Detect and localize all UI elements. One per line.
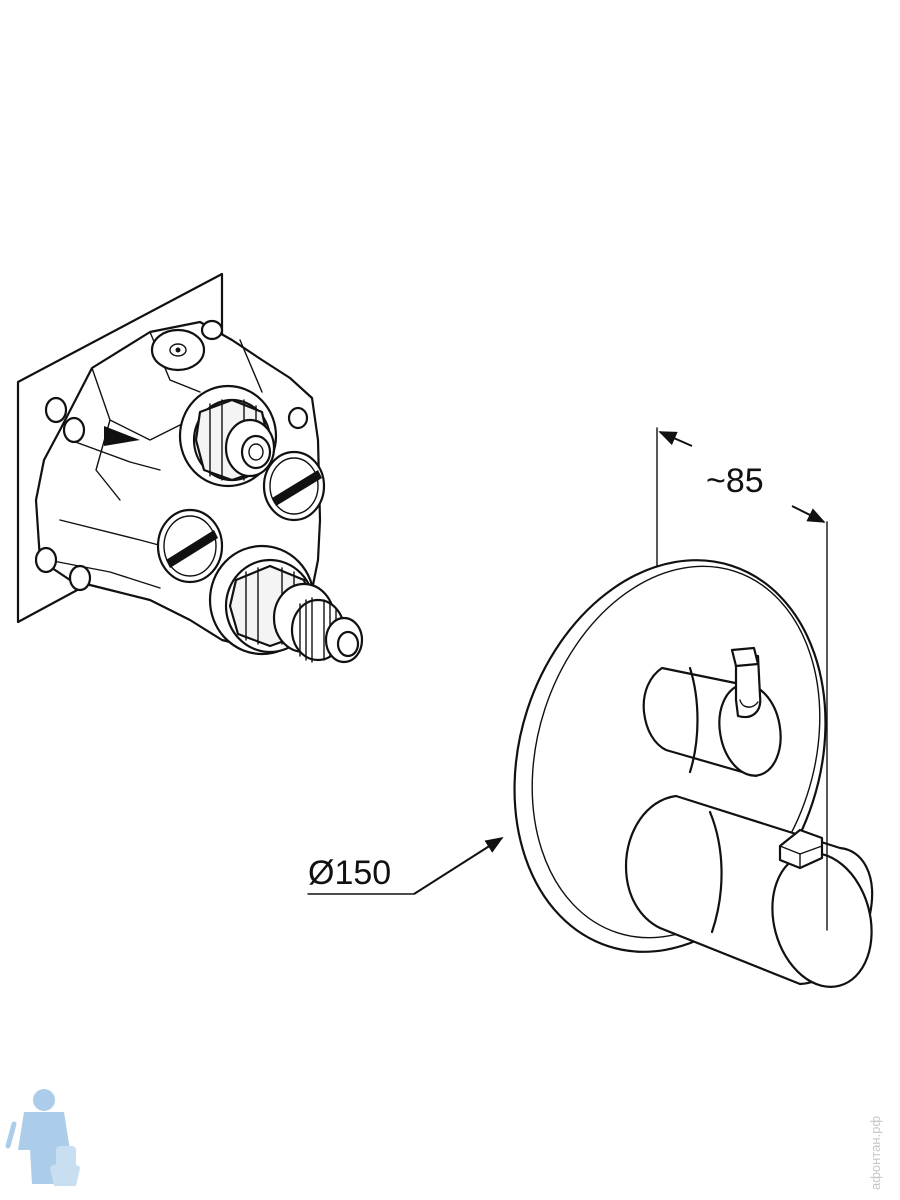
screw-boss [44, 396, 68, 424]
dimension-arrow [791, 505, 826, 523]
plug-screw-right [262, 450, 326, 522]
diverter-lever [734, 654, 762, 719]
screw-boss [287, 406, 309, 430]
dimension-arrow [658, 431, 693, 447]
concealed-valve-body [16, 272, 364, 664]
upper-cartridge-port [178, 384, 278, 488]
diverter-knob [642, 646, 782, 778]
lower-cartridge-spindle [208, 544, 364, 664]
flow-pointer [104, 426, 140, 446]
safety-stop-button [778, 828, 824, 870]
finish-set [513, 559, 874, 988]
screw-boss [62, 416, 86, 444]
thermostatic-knob [624, 794, 874, 988]
plumber-mascot-icon [5, 1089, 80, 1186]
screw-boss [68, 564, 92, 592]
screw-boss [34, 546, 58, 574]
plug-screw-left [156, 508, 224, 584]
screw-boss [200, 319, 224, 341]
leader-arrow [413, 837, 504, 895]
depth-label: ~85 [706, 462, 764, 500]
depth-dimension: ~85 [656, 427, 828, 931]
diameter-dimension: Ø150 [307, 837, 504, 895]
watermark-site-text: афонтан.рф [868, 1116, 883, 1190]
diameter-label: Ø150 [308, 854, 391, 892]
